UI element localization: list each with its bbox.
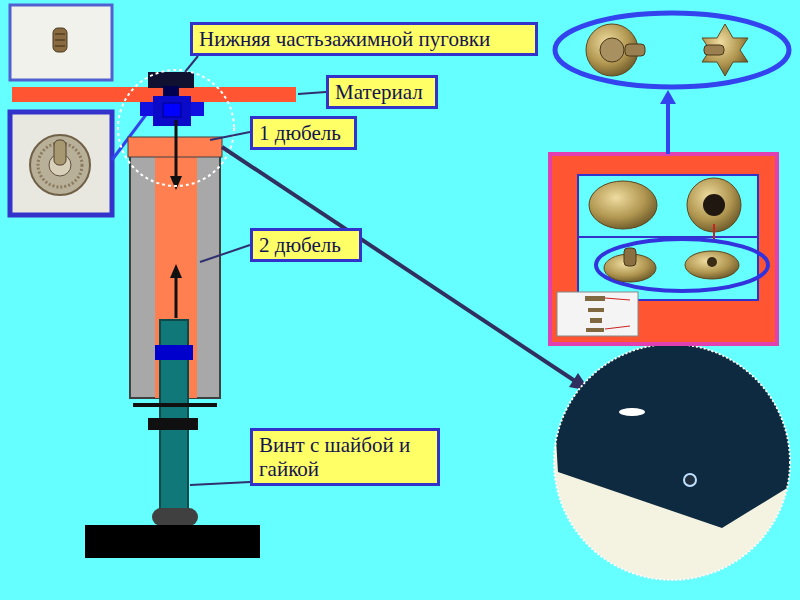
- button-cap-photo: [589, 181, 657, 229]
- label-text: Нижняя частьзажимной пуговки: [199, 27, 529, 51]
- post-photo: [702, 24, 748, 76]
- label-text: 1 дюбель: [259, 121, 348, 145]
- parts-panel: [550, 154, 777, 344]
- photo-small: [557, 292, 638, 336]
- label-text: Материал: [335, 80, 429, 104]
- nut: [148, 418, 198, 430]
- photo-fabric: [550, 340, 800, 580]
- force-arrow: [170, 120, 182, 318]
- label-box: Винт с шайбой и гайкой: [250, 428, 440, 486]
- highlight-ellipse: [596, 239, 768, 291]
- label-box: Нижняя частьзажимной пуговки: [190, 22, 538, 56]
- up-arrow: [660, 90, 676, 104]
- button-base: [140, 102, 204, 116]
- photo-rivet: [10, 112, 112, 215]
- label-box: 1 дюбель: [250, 116, 357, 150]
- socket-photo: [687, 178, 741, 232]
- label-text: 2 дюбель: [259, 233, 353, 257]
- label-box: 2 дюбель: [250, 228, 362, 262]
- zoom-arrow: [222, 147, 575, 381]
- zoom-circle: [554, 344, 790, 580]
- nut: [152, 508, 198, 526]
- button-base: [153, 96, 191, 126]
- zoom-circle: [118, 70, 234, 186]
- up-arrow: [666, 102, 670, 154]
- collar: [155, 345, 193, 360]
- highlight-ellipse: [555, 13, 789, 87]
- button-cap: [148, 72, 194, 88]
- button-base: [163, 103, 181, 117]
- photo-stud: [10, 5, 112, 80]
- base: [85, 525, 260, 558]
- label-box: Материал: [326, 75, 438, 109]
- label-text: Винт с шайбой и гайкой: [259, 433, 431, 481]
- washer: [133, 403, 217, 407]
